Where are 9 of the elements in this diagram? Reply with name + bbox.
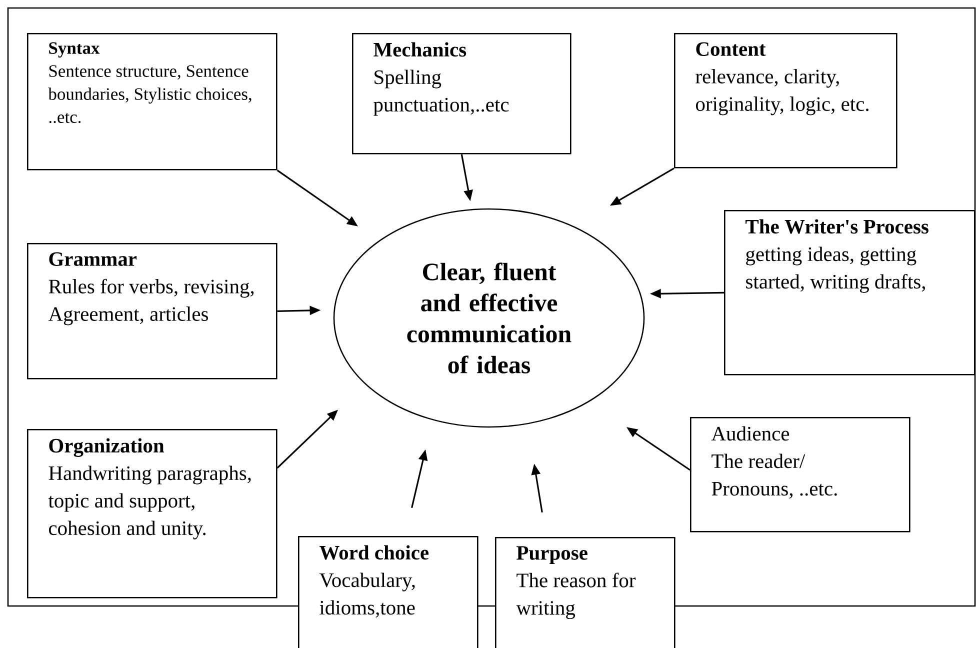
text-box: Mechanics Spelling punctuation,..etc xyxy=(352,33,572,154)
text-box: Organization Handwriting paragraphs, topic and support, cohesion and unity. xyxy=(27,429,278,598)
text-box: Purpose The reason for writing xyxy=(495,537,676,648)
text-box: Grammar Rules for verbs, revising, Agreement, articles xyxy=(27,243,278,380)
text-box: Content relevance, clarity, originality, logic, etc. xyxy=(674,33,898,168)
text-box: Word choice Vocabulary, idioms,tone xyxy=(298,536,478,648)
text-box: Audience The reader/ Pronouns, ..etc. xyxy=(690,417,910,532)
text-box: The Writer's Process getting ideas, getting started, writing drafts, xyxy=(724,210,976,376)
text-box: Syntax Sentence structure, Sentence boundaries, Stylistic choices, ..etc. xyxy=(27,33,278,170)
